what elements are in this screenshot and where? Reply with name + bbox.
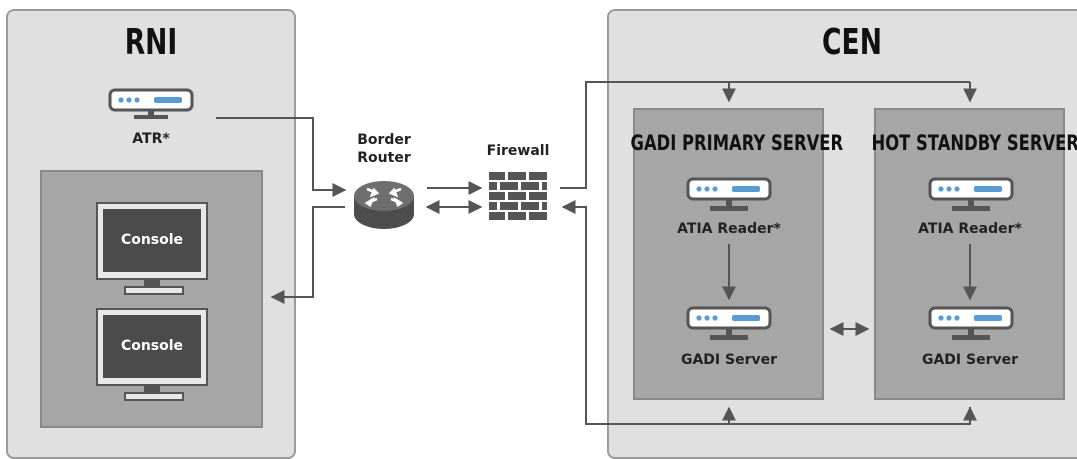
console-label: Console <box>120 232 184 248</box>
border-router-label: Border Router <box>357 132 411 166</box>
router-icon <box>354 181 414 229</box>
monitor-stand-icon <box>144 386 160 392</box>
rni-title: RNI <box>124 22 178 63</box>
router-to-consoles-arrow <box>270 206 345 304</box>
console-label: Console <box>120 338 184 354</box>
atr-label: ATR* <box>132 131 170 147</box>
atr-to-router-arrow <box>216 117 347 197</box>
gadi-server-label: GADI Server <box>680 352 778 368</box>
atia-reader-icon <box>928 177 1014 211</box>
monitor-stand-icon <box>144 280 160 286</box>
atia-reader-label: ATIA Reader* <box>918 221 1022 237</box>
cen-title: CEN <box>822 22 882 63</box>
console-monitor-2: Console <box>96 308 208 401</box>
firewall-icon <box>489 172 547 220</box>
atia-reader-label: ATIA Reader* <box>677 221 781 237</box>
gadi-primary-server-title: GADI PRIMARY SERVER <box>630 131 844 155</box>
atr-device-icon <box>108 88 194 119</box>
firewall-label: Firewall <box>486 143 550 159</box>
connector-arrows <box>216 81 977 425</box>
console-monitor-1: Console <box>96 202 208 295</box>
monitor-screen: Console <box>96 308 208 386</box>
hot-standby-server-title: HOT STANDBY SERVER <box>871 131 1077 155</box>
firewall-to-cen-top-path <box>560 81 970 189</box>
cen-bottom-to-firewall-path <box>561 200 971 425</box>
gadi-server-icon <box>686 306 772 340</box>
gadi-server-icon <box>928 306 1014 340</box>
atia-reader-icon <box>686 177 772 211</box>
gadi-server-label: GADI Server <box>921 352 1019 368</box>
monitor-screen: Console <box>96 202 208 280</box>
